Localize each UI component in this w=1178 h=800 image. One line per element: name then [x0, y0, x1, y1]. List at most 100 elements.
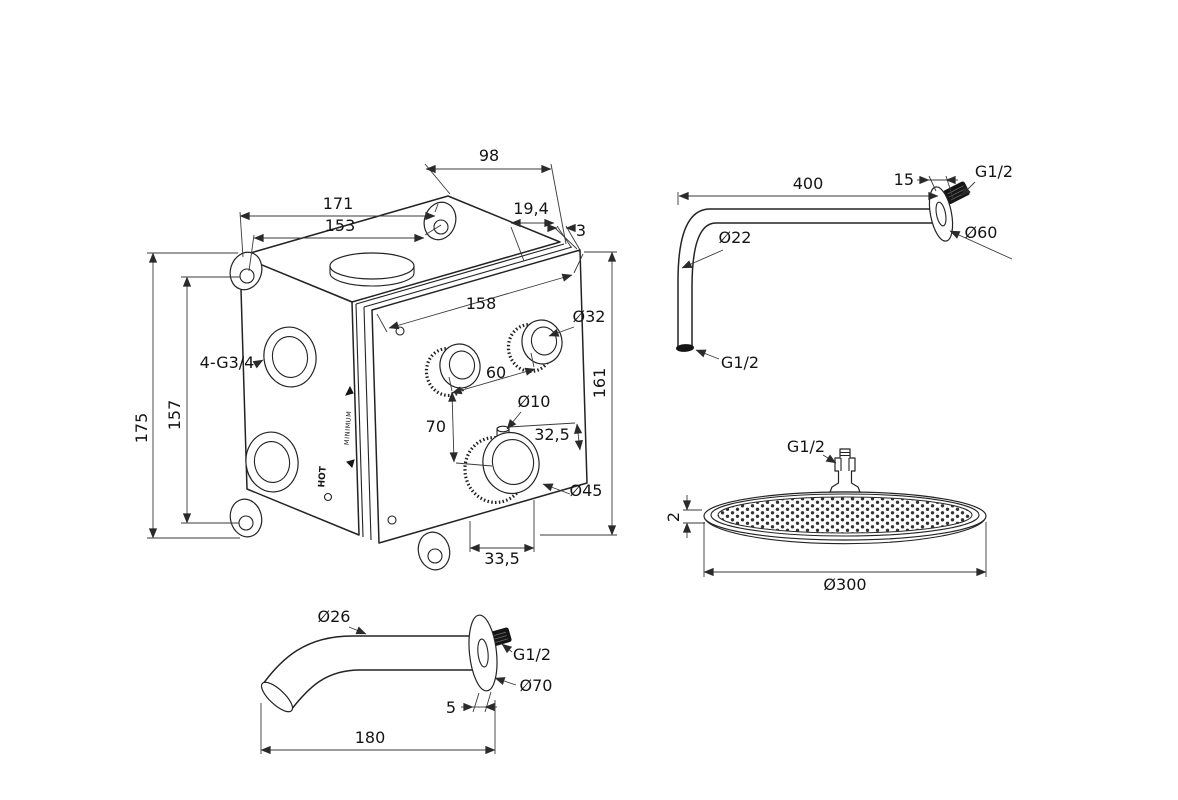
dim-spout-flange-offset: 5 [446, 691, 497, 717]
dim-head-edge-thickness: 2 [664, 495, 705, 538]
dim-label-knob-spacing: 60 [486, 363, 506, 382]
temp-marker-triangle-up [345, 385, 354, 396]
dim-label-knob-small-dia: Ø32 [573, 307, 606, 326]
head-nozzle-face [717, 496, 973, 534]
dim-knob-spacing: 60 [448, 352, 536, 395]
dim-label-knob-row-offset: 70 [426, 417, 446, 436]
dim-label-top-offset: 19,4 [513, 199, 549, 218]
arm-dimensions: 400 15 G1/2 Ø22 Ø60 [677, 162, 1013, 372]
dim-top-offset: 19,4 [510, 199, 578, 262]
hot-indicator-dot [323, 492, 333, 502]
dim-stem-dia: Ø10 [506, 392, 551, 430]
dim-depth-top: 98 [424, 146, 567, 245]
dim-plate-thickness: 3 [547, 221, 586, 251]
spout-tube-bottom [290, 669, 473, 711]
dim-thread-connections: 4-G3/4 [200, 353, 264, 372]
dim-height-outer: 175 [132, 252, 240, 539]
dim-arm-tube-dia: Ø22 [681, 228, 752, 269]
dim-label-depth-top: 98 [479, 146, 499, 165]
dim-arm-wall-thread: G1/2 [960, 162, 1013, 197]
dim-label-arm-outlet-thread: G1/2 [721, 353, 759, 372]
dim-bottom-offset: 33,5 [469, 500, 535, 568]
dim-label-height-holes: 157 [165, 400, 184, 431]
dim-label-arm-tube-dia: Ø22 [719, 228, 752, 247]
dim-head-dia: Ø300 [703, 522, 987, 594]
dim-plate-width: 158 [376, 253, 584, 333]
spout-wall-flange [468, 614, 498, 692]
spout-dimensions: Ø26 G1/2 Ø70 5 180 [260, 607, 553, 755]
dim-arm-outlet-thread: G1/2 [695, 349, 759, 372]
shower-arm-view: 400 15 G1/2 Ø22 Ø60 [676, 162, 1013, 372]
dim-spout-length: 180 [260, 700, 496, 755]
dim-label-arm-flange-dia: Ø60 [965, 223, 998, 242]
valve-body-left-face [239, 255, 360, 536]
faceplate-screw-bottom [387, 515, 397, 525]
spout-tube-top [262, 635, 473, 685]
mounting-ear-bottom-left [229, 498, 263, 538]
dim-label-arm-flange-depth: 15 [894, 170, 914, 189]
dim-label-plate-height: 161 [590, 368, 609, 399]
dim-label-plate-thickness: 3 [576, 221, 586, 240]
dim-label-spout-thread: G1/2 [513, 645, 551, 664]
dim-label-head-inlet-thread: G1/2 [787, 437, 825, 456]
arm-wall-flange [928, 186, 954, 242]
main-knob [463, 425, 540, 505]
dim-width-holes: 153 [248, 216, 442, 272]
dim-label-spout-tube-dia: Ø26 [318, 607, 351, 626]
dim-knob-row-offset: 70 [426, 391, 493, 467]
dim-spout-flange-dia: Ø70 [494, 676, 553, 695]
dim-plate-height: 161 [540, 251, 617, 536]
dim-label-stem-dia: Ø10 [518, 392, 551, 411]
connection-port-lower [245, 431, 299, 493]
head-dimensions: G1/2 2 Ø300 [664, 437, 987, 594]
connection-port-upper [263, 326, 317, 388]
ear-hole [433, 219, 449, 235]
dim-arm-length: 400 [677, 174, 939, 205]
spout-mouth [260, 681, 294, 713]
dim-head-inlet-thread: G1/2 [787, 437, 837, 464]
dim-stem-offset: 32,5 [508, 422, 583, 451]
hot-label: HOT [317, 465, 329, 488]
head-inlet-fitting [829, 448, 861, 493]
head-bottom-edge [703, 517, 987, 545]
dim-label-plate-width: 158 [466, 294, 497, 313]
dim-knob-large-dia: Ø45 [542, 481, 603, 500]
dim-label-stem-offset: 32,5 [534, 425, 570, 444]
spout-flange-hub [477, 638, 489, 668]
temp-marker-triangle-down [346, 459, 355, 468]
dim-label-spout-flange-offset: 5 [446, 698, 456, 717]
dim-label-spout-flange-dia: Ø70 [520, 676, 553, 695]
dim-arm-flange-dia: Ø60 [949, 223, 1013, 260]
spout-view: Ø26 G1/2 Ø70 5 180 [260, 607, 553, 755]
ear-hole [427, 548, 443, 564]
minimum-label: MINIMUM [343, 410, 353, 445]
valve-box-view: MINIMUM HOT [132, 146, 617, 571]
dim-label-arm-length: 400 [793, 174, 824, 193]
dim-label-height-outer: 175 [132, 413, 151, 444]
dim-label-head-edge-thickness: 2 [664, 512, 683, 522]
arm-outlet-cap [676, 344, 694, 352]
dim-label-width-holes: 153 [325, 216, 356, 235]
dim-label-arm-wall-thread: G1/2 [975, 162, 1013, 181]
dim-label-bottom-offset: 33,5 [484, 549, 520, 568]
dim-label-thread-connections: 4-G3/4 [200, 353, 255, 372]
valve-dimensions: 98 171 153 19,4 3 [132, 146, 617, 568]
arm-tube-inner [691, 222, 935, 348]
mounting-ear-bottom-right [417, 531, 451, 571]
head-rim [710, 493, 980, 537]
dim-label-head-dia: Ø300 [823, 575, 866, 594]
dim-width-outer: 171 [239, 194, 439, 258]
dim-spout-tube-dia: Ø26 [318, 607, 367, 635]
arm-tube-outer [677, 208, 935, 348]
shower-head-view: G1/2 2 Ø300 [664, 437, 987, 594]
dim-knob-small-dia: Ø32 [548, 307, 606, 337]
dim-label-spout-length: 180 [355, 728, 386, 747]
dim-arm-flange-depth: 15 [894, 170, 958, 199]
dim-label-knob-large-dia: Ø45 [570, 481, 603, 500]
ear-hole [239, 268, 255, 284]
dim-height-holes: 157 [165, 276, 240, 524]
dim-label-width-outer: 171 [323, 194, 354, 213]
dim-spout-thread: G1/2 [501, 643, 551, 664]
